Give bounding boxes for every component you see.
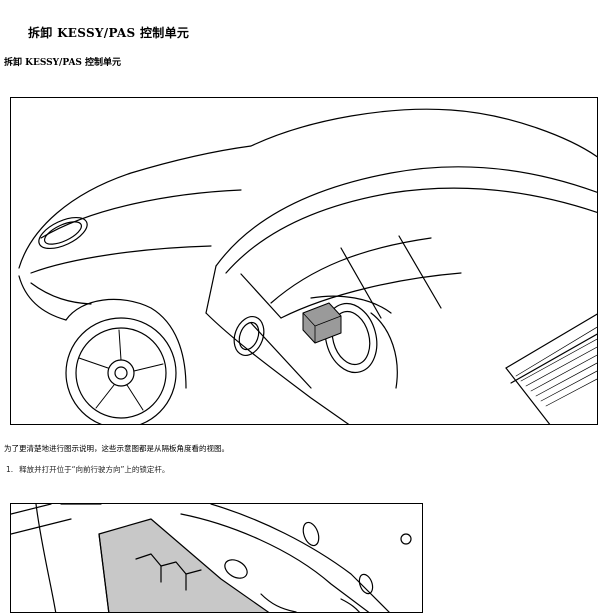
car-illustration <box>10 97 598 425</box>
step-item: 1. 释放并打开位于“向前行驶方向”上的锁定杆。 <box>6 464 169 475</box>
step-number: 1. <box>6 465 14 474</box>
figure-caption: 为了更清楚地进行图示说明，这些示意图都是从隔板角度看的视图。 <box>4 444 229 453</box>
section-title: 拆卸 KESSY/PAS 控制单元 <box>4 58 122 68</box>
page-title: 拆卸 KESSY/PAS 控制单元 <box>28 26 190 40</box>
control-unit-illustration <box>10 503 423 613</box>
step-text: 释放并打开位于“向前行驶方向”上的锁定杆。 <box>19 465 170 474</box>
